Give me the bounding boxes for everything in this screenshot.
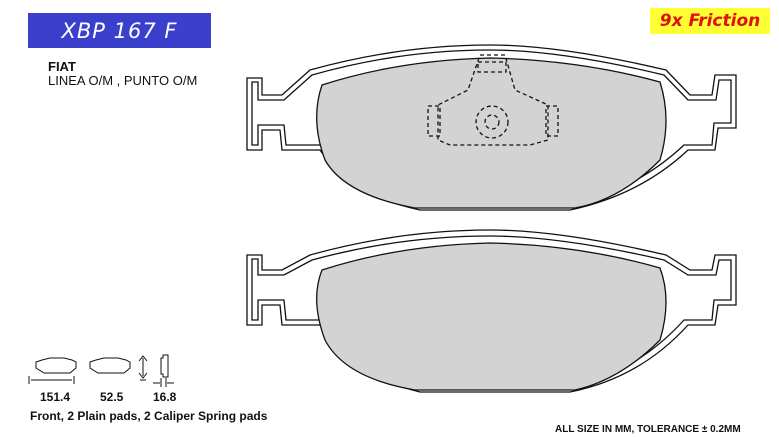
pad-description: Front, 2 Plain pads, 2 Caliper Spring pa… <box>30 409 268 423</box>
part-number-badge: XBP 167 F <box>28 13 211 48</box>
tolerance-note: ALL SIZE IN MM, TOLERANCE ± 0.2MM <box>555 424 741 435</box>
height-value: 52.5 <box>100 390 124 404</box>
dimension-icons <box>28 354 174 387</box>
friction-badge: 9x Friction <box>650 8 770 34</box>
vehicle-make: FIAT <box>48 59 76 74</box>
top-friction-material <box>316 57 667 209</box>
bottom-friction-material <box>316 242 667 391</box>
vehicle-models: LINEA O/M , PUNTO O/M <box>48 73 198 88</box>
length-value: 151.4 <box>40 390 71 404</box>
top-pad <box>246 44 737 211</box>
thickness-value: 16.8 <box>153 390 177 404</box>
spring-clip-outline <box>427 54 559 146</box>
bottom-pad <box>246 229 737 393</box>
